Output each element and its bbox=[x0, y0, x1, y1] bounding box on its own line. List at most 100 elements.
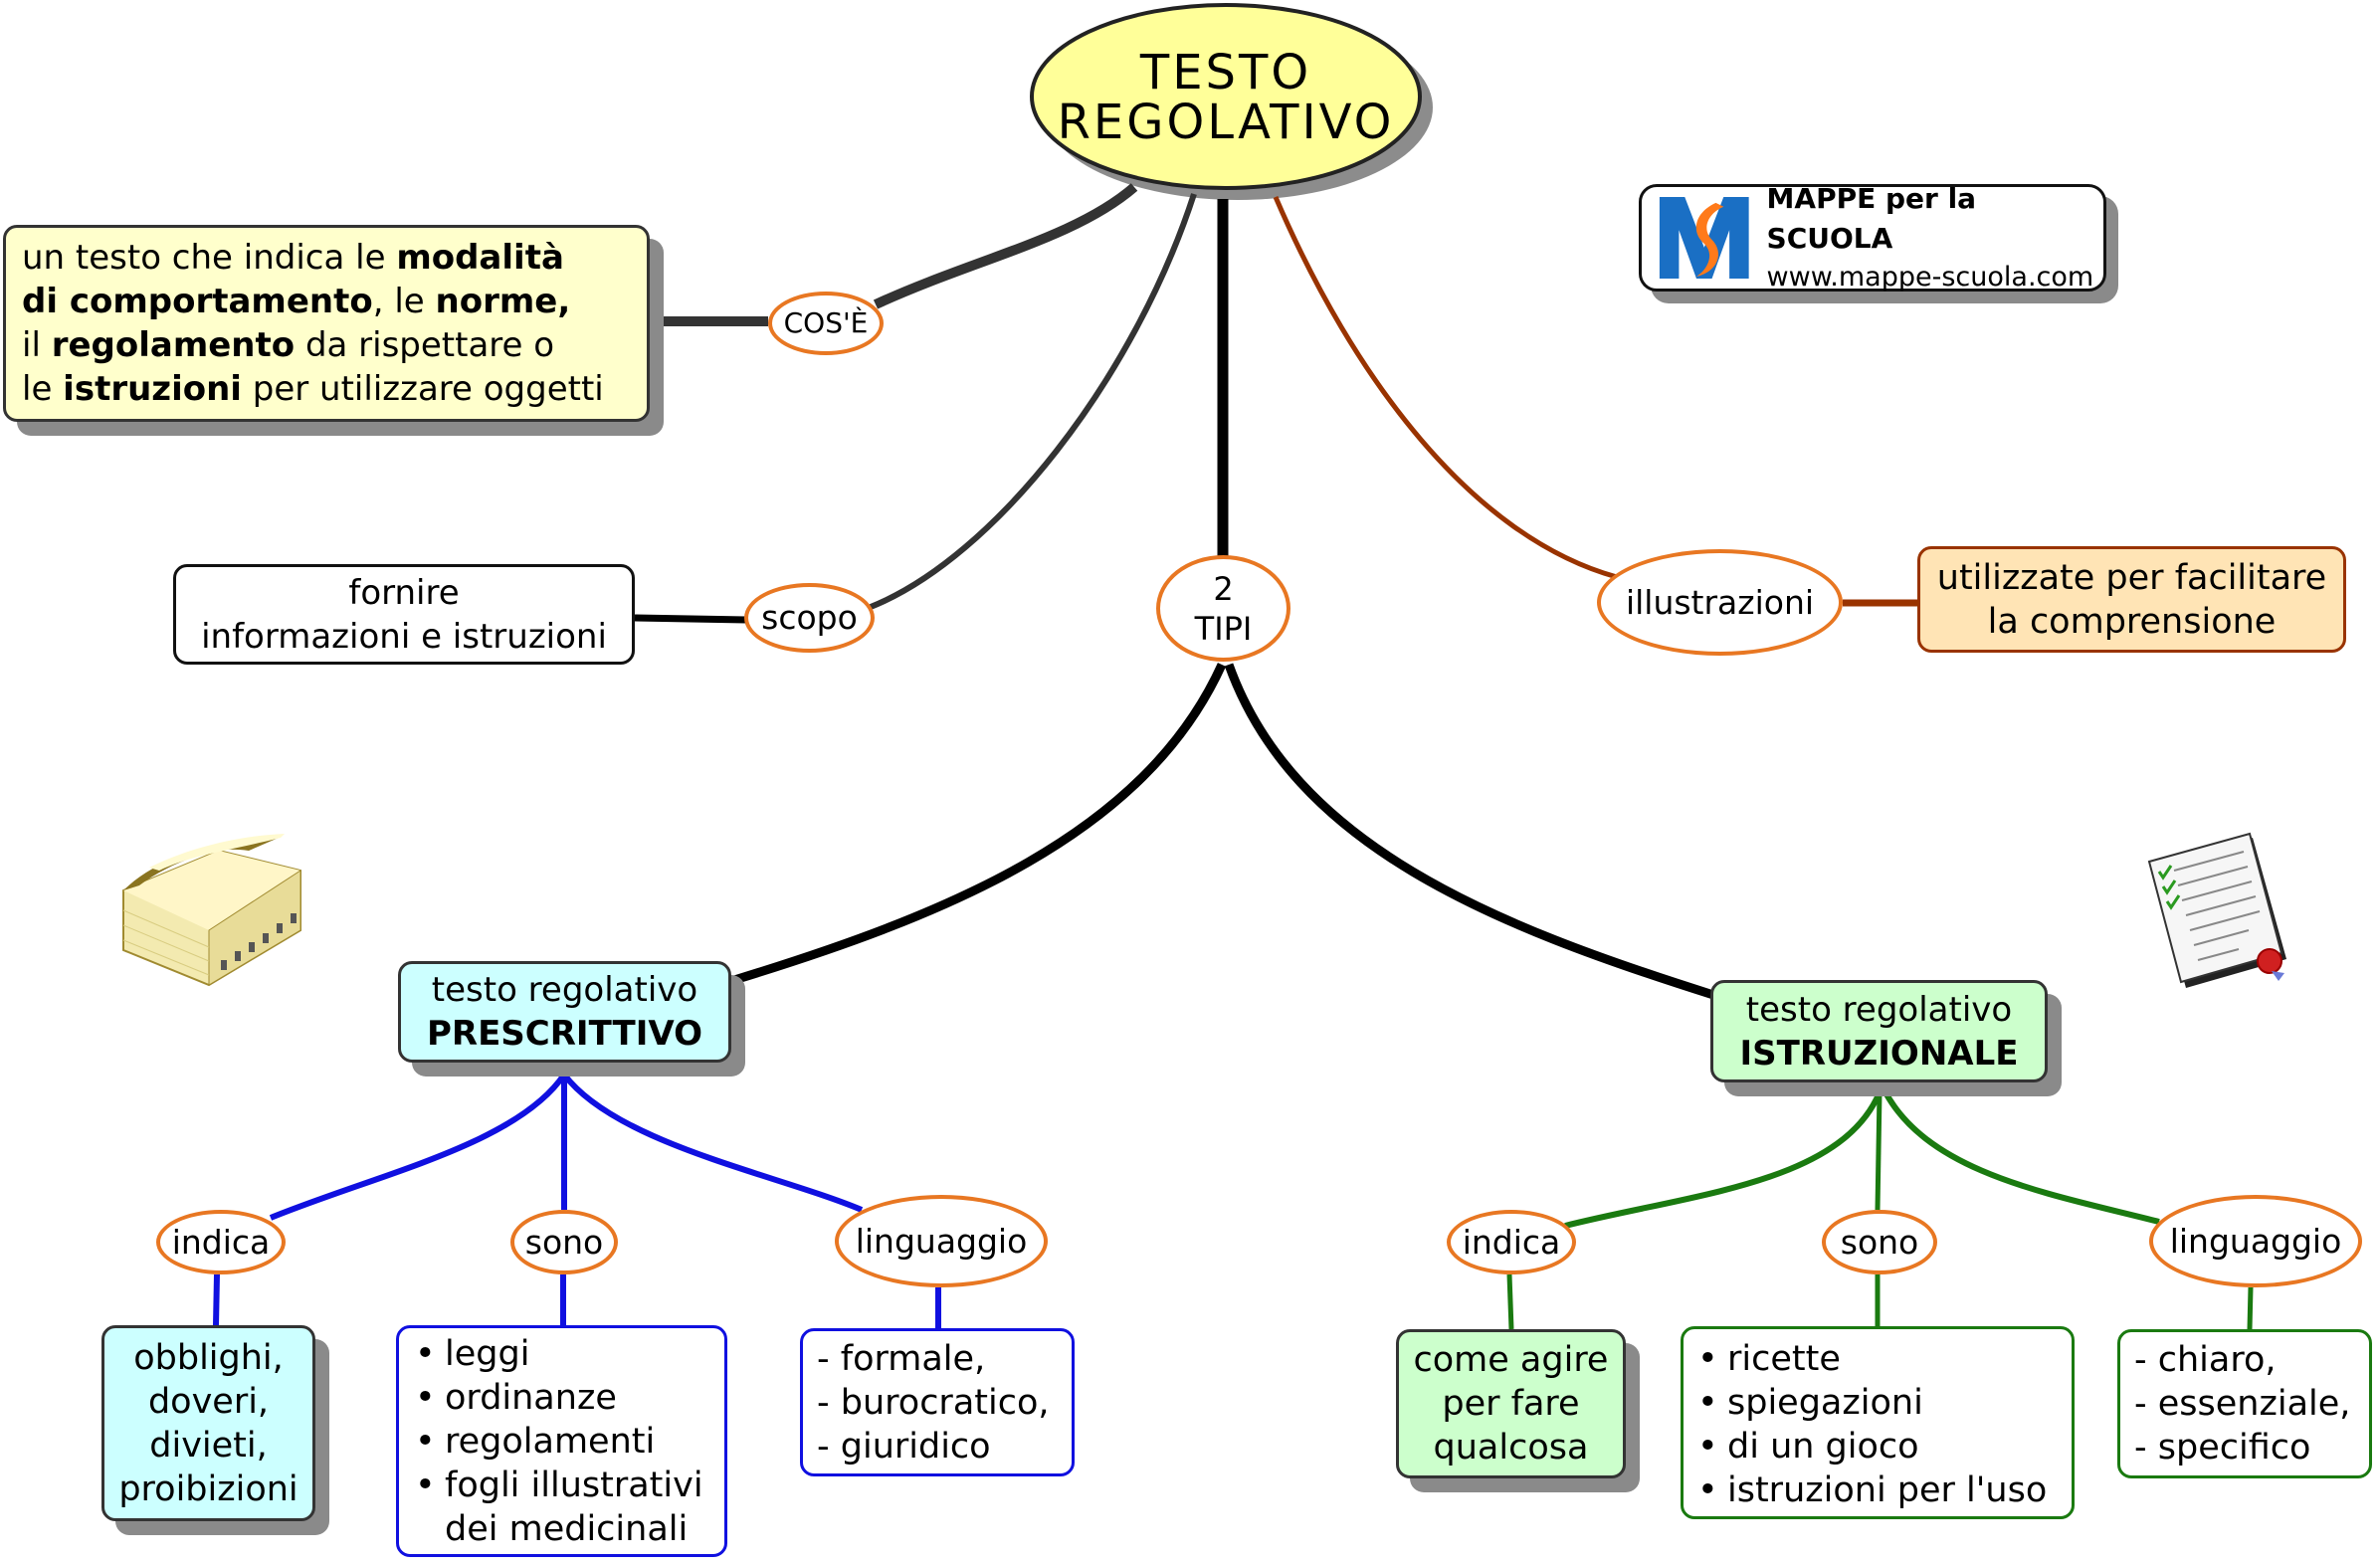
definition-keyword: modalità bbox=[396, 238, 564, 278]
indica-line: per fare bbox=[1442, 1384, 1580, 1424]
list-item-text: dei medicinali bbox=[445, 1508, 689, 1549]
bullet-icon: • bbox=[1697, 1470, 1718, 1510]
istruzionale-linguaggio-box[interactable]: - chiaro, - essenziale, - specifico bbox=[2117, 1329, 2372, 1478]
link-tipi-prescrittivo bbox=[732, 663, 1227, 985]
prescrittivo-sono-list: •leggi •ordinanze •regolamenti •fogli il… bbox=[411, 1332, 703, 1551]
scopo-box[interactable]: fornire informazioni e istruzioni bbox=[173, 564, 635, 665]
indica-line: divieti, bbox=[149, 1425, 268, 1466]
tipi-line2: TIPI bbox=[1194, 609, 1253, 648]
prescrittivo-indica-text: indica bbox=[171, 1222, 271, 1262]
definition-text-run: un testo che indica le bbox=[22, 238, 397, 278]
book-icon bbox=[122, 834, 301, 987]
link-root-scopo bbox=[869, 193, 1197, 610]
definition-line: il regolamento da rispettare o bbox=[22, 323, 604, 367]
mappe-logo-icon bbox=[1659, 197, 1749, 279]
indica-line: come agire bbox=[1413, 1340, 1609, 1380]
cose-link-label[interactable]: COS'È bbox=[768, 292, 884, 355]
scopo-line1: fornire bbox=[348, 572, 460, 613]
istruzionale-sono-label[interactable]: sono bbox=[1822, 1210, 1937, 1274]
illustrazioni-link-label[interactable]: illustrazioni bbox=[1597, 549, 1843, 656]
prescrittivo-line1: testo regolativo bbox=[431, 970, 698, 1010]
list-item-text: leggi bbox=[445, 1333, 530, 1374]
istruzionale-sono-box[interactable]: •ricette •spiegazioni •di un gioco •istr… bbox=[1681, 1326, 2075, 1519]
definition-text-run: per utilizzare oggetti bbox=[241, 369, 604, 409]
logo-badge[interactable]: MAPPE per la SCUOLA www.mappe-scuola.com bbox=[1639, 182, 2106, 293]
istruzionale-indica-text: indica bbox=[1462, 1222, 1561, 1262]
linguaggio-item: - specifico bbox=[2134, 1428, 2311, 1467]
list-item: •regolamenti bbox=[411, 1420, 703, 1464]
list-item-text: fogli illustrativi bbox=[445, 1465, 703, 1505]
link-prescr-indica-box bbox=[213, 1273, 220, 1326]
istruzionale-indica-label[interactable]: indica bbox=[1447, 1210, 1576, 1274]
istruzionale-indica-box[interactable]: come agire per fare qualcosa bbox=[1396, 1329, 1626, 1478]
list-item-text: spiegazioni bbox=[1727, 1383, 1923, 1423]
prescrittivo-linguaggio-box[interactable]: - formale, - burocratico, - giuridico bbox=[800, 1328, 1075, 1476]
prescrittivo-linguaggio-text: linguaggio bbox=[855, 1221, 1028, 1261]
link-istruz-indica bbox=[1564, 1090, 1883, 1229]
link-istruz-linguaggio bbox=[1883, 1090, 2160, 1225]
bullet-icon: • bbox=[415, 1421, 436, 1462]
prescrittivo-sono-text: sono bbox=[524, 1222, 604, 1262]
link-prescr-indica bbox=[269, 1073, 567, 1221]
istruzionale-node[interactable]: testo regolativo ISTRUZIONALE bbox=[1710, 980, 2048, 1082]
tipi-line1: 2 bbox=[1213, 569, 1234, 608]
list-item: •leggi bbox=[411, 1332, 703, 1376]
definition-text-run: le bbox=[22, 369, 64, 409]
definition-keyword: regolamento bbox=[51, 325, 296, 365]
link-scopo-box bbox=[634, 614, 747, 624]
list-item-text: istruzioni per l'uso bbox=[1727, 1470, 2048, 1510]
tipi-node[interactable]: 2 TIPI bbox=[1156, 555, 1290, 662]
definition-keyword: istruzioni bbox=[63, 369, 242, 409]
istruzionale-sono-text: sono bbox=[1840, 1222, 1919, 1262]
bullet-icon: • bbox=[1697, 1339, 1718, 1379]
prescrittivo-node[interactable]: testo regolativo PRESCRITTIVO bbox=[398, 961, 731, 1063]
bullet-icon: • bbox=[1697, 1427, 1718, 1467]
prescrittivo-sono-box[interactable]: •leggi •ordinanze •regolamenti •fogli il… bbox=[396, 1325, 727, 1557]
link-istruz-linguaggio-box bbox=[2247, 1286, 2254, 1330]
root-title-line2: REGOLATIVO bbox=[1057, 95, 1395, 150]
link-root-illustrazioni bbox=[1273, 196, 1618, 580]
scopo-link-text: scopo bbox=[761, 598, 858, 638]
definition-keyword: di comportamento bbox=[22, 282, 373, 321]
list-item: •ordinanze bbox=[411, 1376, 703, 1420]
illustrazioni-line1: utilizzate per facilitare bbox=[1936, 557, 2327, 598]
list-item-text: di un gioco bbox=[1727, 1427, 1919, 1467]
cose-link-text: COS'È bbox=[783, 306, 869, 340]
istruzionale-line2: ISTRUZIONALE bbox=[1739, 1033, 2019, 1074]
bullet-icon: • bbox=[415, 1377, 436, 1418]
prescrittivo-line2: PRESCRITTIVO bbox=[426, 1014, 703, 1054]
istruzionale-linguaggio-label[interactable]: linguaggio bbox=[2149, 1195, 2362, 1287]
definition-line: le istruzioni per utilizzare oggetti bbox=[22, 367, 604, 411]
illustrazioni-box[interactable]: utilizzate per facilitare la comprension… bbox=[1917, 546, 2346, 653]
list-item-text: ordinanze bbox=[445, 1377, 617, 1418]
linguaggio-item: - formale, bbox=[817, 1338, 986, 1379]
linguaggio-item: - chiaro, bbox=[2134, 1340, 2277, 1380]
link-tipi-istruzionale bbox=[1224, 663, 1715, 1000]
link-istruz-sono bbox=[1875, 1091, 1883, 1211]
scopo-link-label[interactable]: scopo bbox=[744, 583, 875, 653]
scopo-line2: informazioni e istruzioni bbox=[201, 616, 607, 657]
istruzionale-line1: testo regolativo bbox=[1745, 989, 2013, 1030]
prescrittivo-indica-label[interactable]: indica bbox=[156, 1210, 286, 1274]
checklist-document-icon bbox=[2147, 832, 2286, 988]
indica-line: obblighi, bbox=[133, 1337, 284, 1378]
root-node[interactable]: TESTO REGOLATIVO bbox=[1032, 8, 1420, 187]
prescrittivo-indica-box[interactable]: obblighi, doveri, divieti, proibizioni bbox=[101, 1325, 315, 1521]
list-item: •di un gioco bbox=[1693, 1425, 2047, 1468]
bullet-icon: • bbox=[415, 1333, 436, 1374]
definition-line: di comportamento, le norme, bbox=[22, 280, 604, 323]
prescrittivo-linguaggio-label[interactable]: linguaggio bbox=[835, 1195, 1048, 1287]
list-item: •ricette bbox=[1693, 1337, 2047, 1381]
logo-url-link[interactable]: www.mappe-scuola.com bbox=[1766, 262, 2094, 293]
list-item-text: regolamenti bbox=[445, 1421, 656, 1462]
prescrittivo-sono-label[interactable]: sono bbox=[510, 1210, 618, 1274]
definition-keyword: norme, bbox=[435, 282, 571, 321]
definition-line: un testo che indica le modalità bbox=[22, 236, 604, 280]
linguaggio-item: - burocratico, bbox=[817, 1382, 1050, 1423]
bullet-icon: • bbox=[415, 1465, 436, 1505]
definition-text-run: il bbox=[22, 325, 52, 365]
